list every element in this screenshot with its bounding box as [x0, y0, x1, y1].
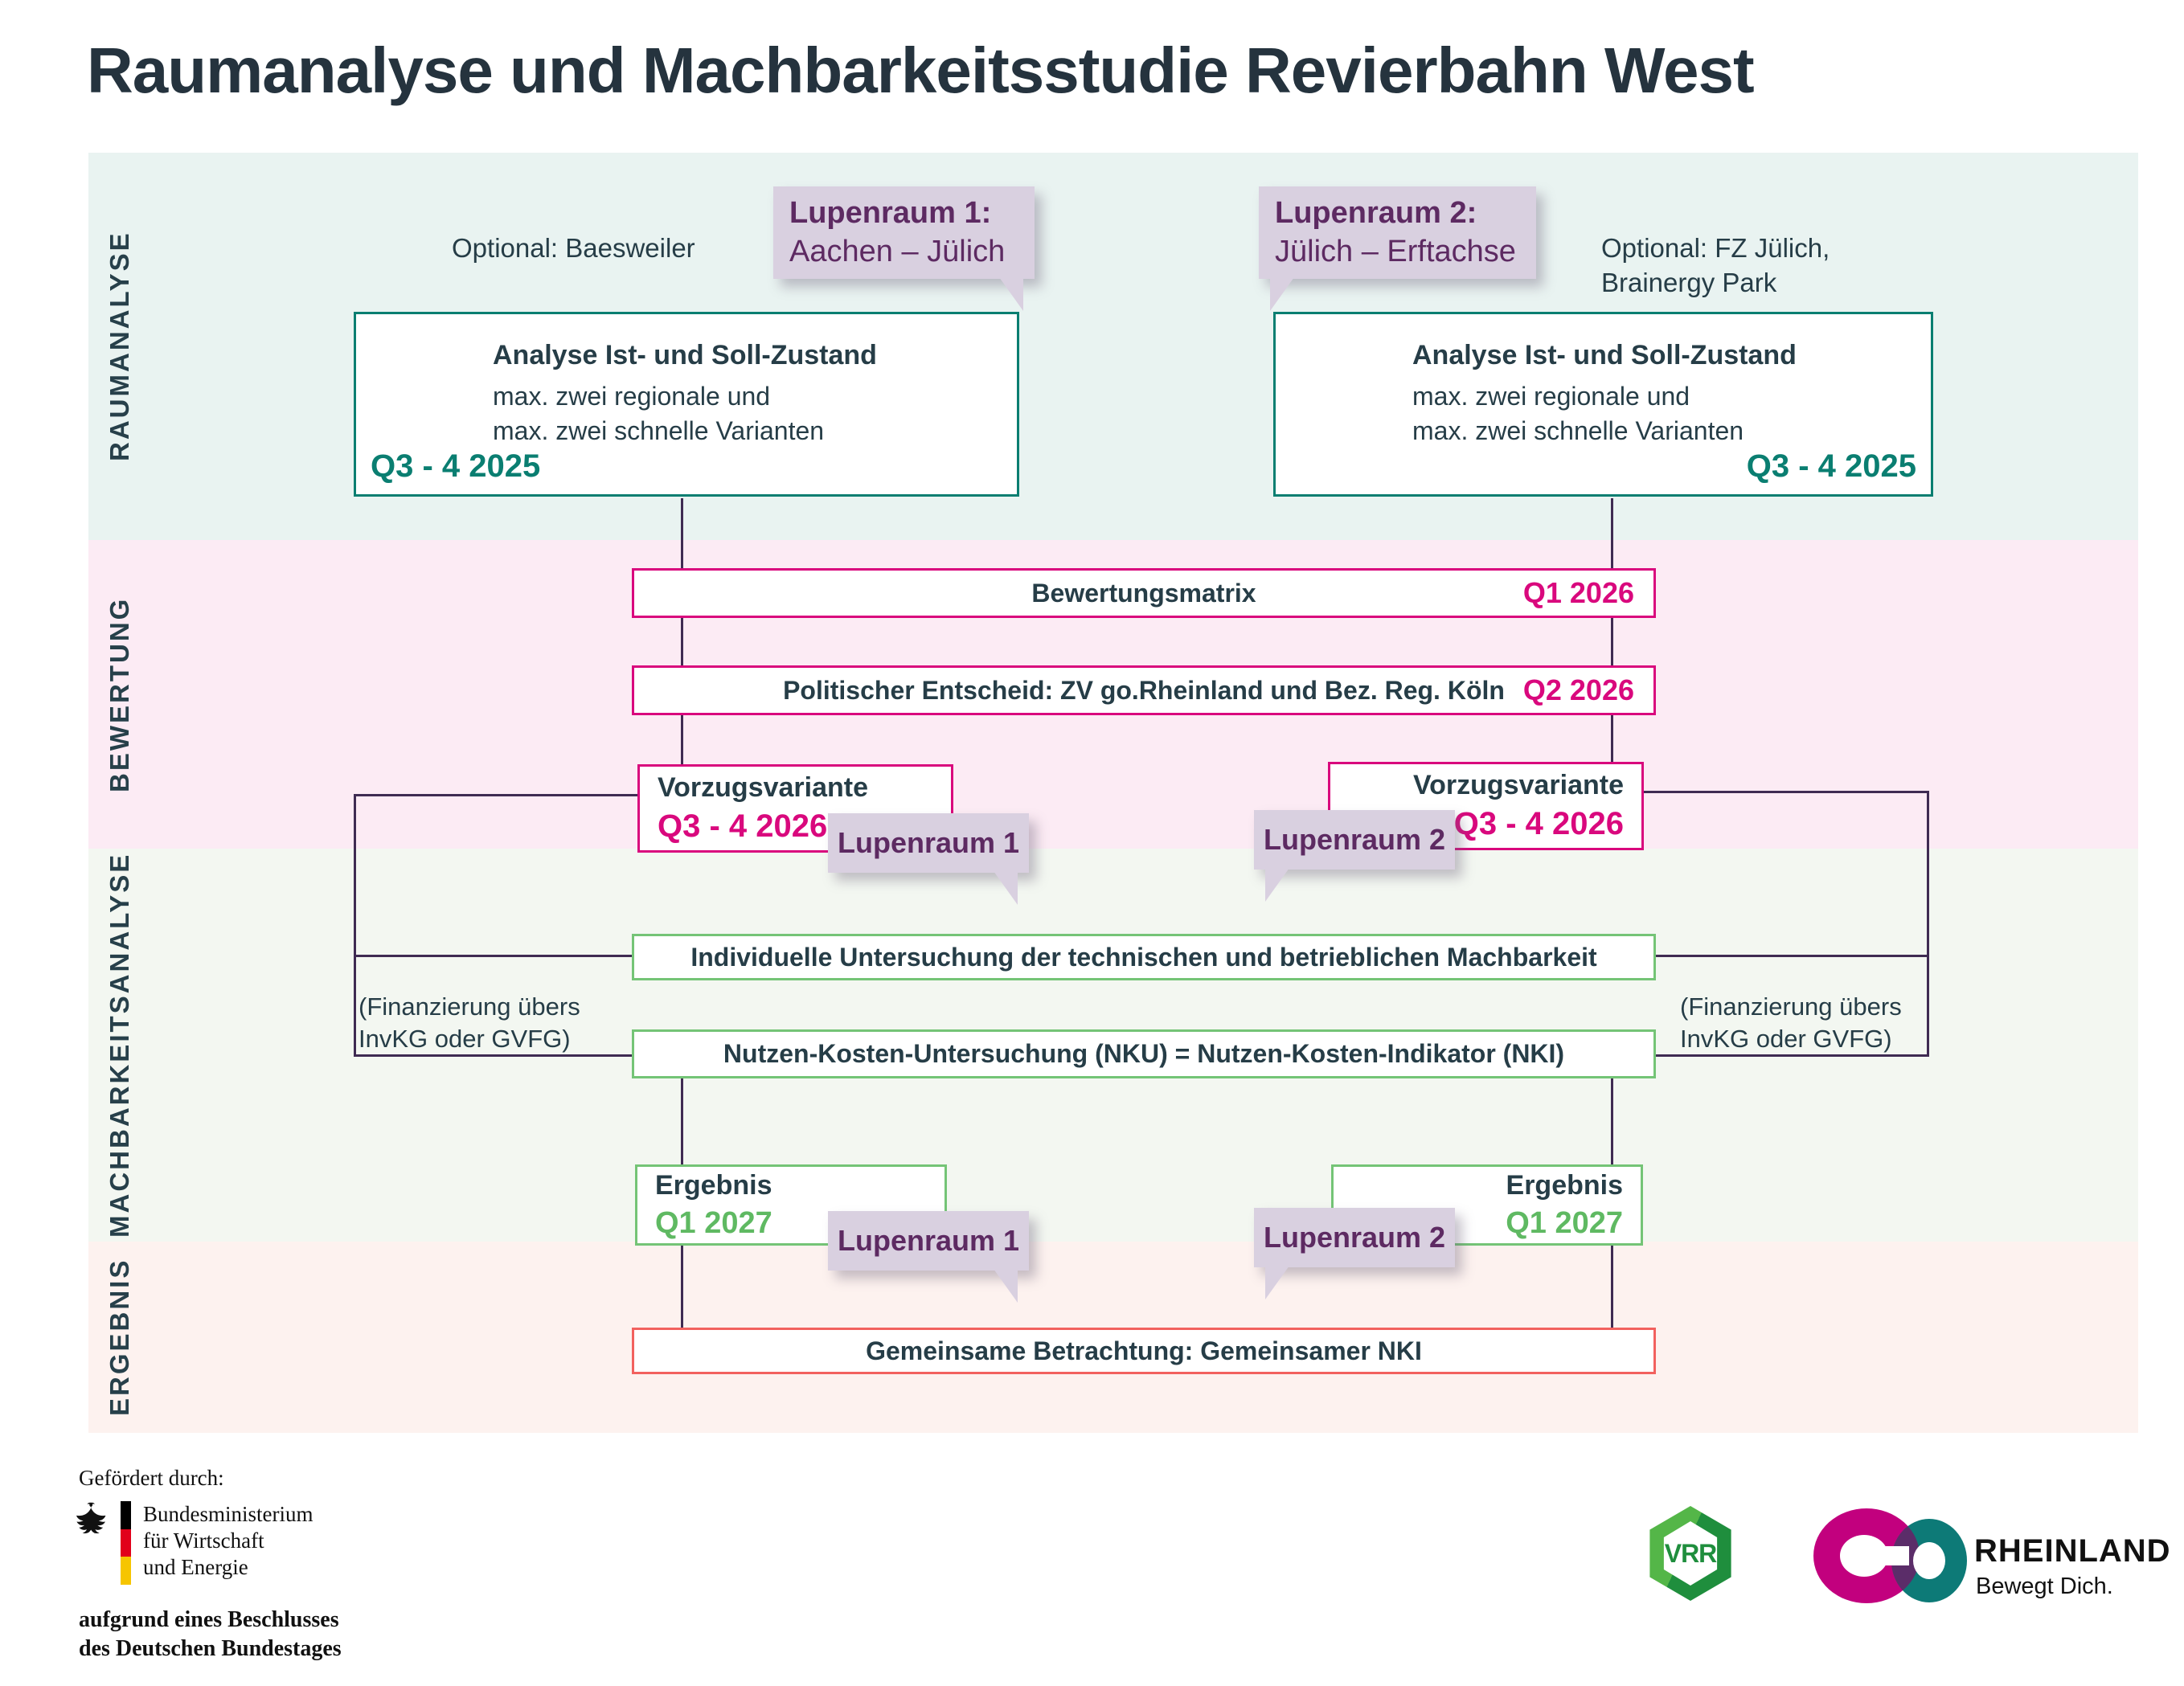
vrr-logo: VRR [1649, 1506, 1731, 1601]
bundestag-note-line1: aufgrund eines Beschlusses [79, 1607, 339, 1632]
analyse-left-date: Q3 - 4 2025 [371, 448, 541, 484]
bewertungsmatrix-date: Q1 2026 [1522, 576, 1634, 609]
tag-lupenraum-1-ergebnis: Lupenraum 1 [828, 1211, 1029, 1303]
analyse-box-left: Analyse Ist- und Soll-Zustand max. zwei … [354, 312, 1019, 497]
callout-lupenraum-2-subtitle: Jülich – Erftachse [1275, 234, 1516, 268]
connector-line [681, 498, 683, 766]
individuelle-untersuchung-label: Individuelle Untersuchung der technische… [690, 942, 1597, 972]
optional-baesweiler-note: Optional: Baesweiler [452, 233, 695, 263]
tag-lupenraum-2-ergebnis: Lupenraum 2 [1254, 1208, 1455, 1299]
federal-eagle-icon [76, 1502, 106, 1534]
finanzierung-right-line1: (Finanzierung übers [1680, 992, 1902, 1021]
vrr-logo-inner: VRR [1663, 1521, 1718, 1586]
analyse-right-date: Q3 - 4 2025 [1746, 448, 1916, 484]
callout-lupenraum-1: Lupenraum 1: Aachen – Jülich [773, 186, 1035, 311]
optional-fz-juelich-line2: Brainergy Park [1601, 267, 1777, 297]
vorzugsvariante-box-left: Vorzugsvariante Q3 - 4 2026 [637, 764, 953, 853]
vrr-logo-label: VRR [1664, 1538, 1717, 1568]
nku-box: Nutzen-Kosten-Untersuchung (NKU) = Nutze… [632, 1029, 1656, 1078]
bundestag-note: aufgrund eines Beschlusses des Deutschen… [79, 1606, 342, 1663]
tag-lupenraum-2-vorzug-label: Lupenraum 2 [1263, 823, 1446, 856]
callout-lupenraum-2: Lupenraum 2: Jülich – Erftachse [1259, 186, 1536, 311]
analyse-box-right: Analyse Ist- und Soll-Zustand max. zwei … [1273, 312, 1933, 497]
ergebnis-left-label: Ergebnis [655, 1169, 772, 1201]
nku-label: Nutzen-Kosten-Untersuchung (NKU) = Nutze… [723, 1039, 1565, 1068]
bewertungsmatrix-box: Bewertungsmatrix Q1 2026 [632, 568, 1656, 618]
politischer-entscheid-label: Politischer Entscheid: ZV go.Rheinland u… [783, 675, 1505, 705]
connector-line [354, 794, 356, 1057]
connector-line [354, 1054, 635, 1057]
tag-lupenraum-1-vorzug-label: Lupenraum 1 [837, 826, 1020, 859]
section-label-machbarkeitsanalyse: MACHBARKEITSANALYSE [104, 852, 134, 1238]
optional-fz-juelich-note: Optional: FZ Jülich, Brainergy Park [1601, 231, 1830, 301]
go-rheinland-brand: RHEINLAND [1974, 1533, 2171, 1569]
vorzugsvariante-left-date: Q3 - 4 2026 [658, 808, 828, 844]
tag-lupenraum-1-ergebnis-label: Lupenraum 1 [837, 1224, 1020, 1257]
analyse-left-text: Analyse Ist- und Soll-Zustand max. zwei … [493, 340, 877, 448]
connector-line [1611, 498, 1613, 766]
connector-line [1653, 955, 1929, 957]
analyse-left-body1: max. zwei regionale und [493, 382, 771, 411]
callout-lupenraum-1-subtitle: Aachen – Jülich [789, 234, 1006, 268]
analyse-right-body2: max. zwei schnelle Varianten [1412, 416, 1744, 446]
ministry-wordmark: Bundesministerium für Wirtschaft und Ene… [143, 1501, 313, 1581]
ergebnis-right-label: Ergebnis [1506, 1169, 1623, 1201]
funded-by-label: Gefördert durch: [79, 1466, 224, 1490]
tag-lupenraum-2-ergebnis-label: Lupenraum 2 [1263, 1221, 1446, 1254]
connector-line [354, 955, 635, 957]
vorzugsvariante-left-label: Vorzugsvariante [658, 772, 869, 803]
flag-black-segment [121, 1501, 131, 1529]
vorzugsvariante-right-date: Q3 - 4 2026 [1453, 806, 1624, 841]
politischer-entscheid-date: Q2 2026 [1522, 673, 1634, 706]
ergebnis-left-date: Q1 2027 [655, 1205, 772, 1240]
section-label-ergebnis: ERGEBNIS [104, 1258, 134, 1417]
ministry-line1: Bundesministerium [143, 1502, 313, 1526]
ministry-line3: und Energie [143, 1554, 248, 1579]
analyse-right-heading: Analyse Ist- und Soll-Zustand [1412, 340, 1797, 370]
callout-lupenraum-2-title: Lupenraum 2: [1275, 196, 1477, 230]
analyse-right-text: Analyse Ist- und Soll-Zustand max. zwei … [1412, 340, 1797, 448]
politischer-entscheid-box: Politischer Entscheid: ZV go.Rheinland u… [632, 665, 1656, 715]
gemeinsame-betrachtung-label: Gemeinsame Betrachtung: Gemeinsamer NKI [866, 1336, 1422, 1365]
analyse-right-body1: max. zwei regionale und [1412, 382, 1690, 411]
connector-line [354, 794, 640, 796]
page-title: Raumanalyse und Machbarkeitsstudie Revie… [87, 35, 1755, 106]
gemeinsame-betrachtung-box: Gemeinsame Betrachtung: Gemeinsamer NKI [632, 1328, 1656, 1374]
tag-lupenraum-2-vorzug: Lupenraum 2 [1254, 810, 1455, 902]
finanzierung-left-line2: InvKG oder GVFG) [359, 1025, 571, 1054]
connector-line [1642, 791, 1929, 793]
ergebnis-box-left: Ergebnis Q1 2027 [635, 1164, 947, 1246]
flag-gold-segment [121, 1557, 131, 1586]
connector-line [1927, 791, 1929, 1057]
section-label-raumanalyse: RAUMANALYSE [104, 231, 134, 462]
flag-red-segment [121, 1528, 131, 1557]
section-label-bewertung: BEWERTUNG [104, 596, 134, 792]
individuelle-untersuchung-box: Individuelle Untersuchung der technische… [632, 934, 1656, 980]
finanzierung-right-line2: InvKG oder GVFG) [1680, 1025, 1892, 1054]
connector-line [1653, 1054, 1929, 1057]
finanzierung-left-line1: (Finanzierung übers [359, 992, 580, 1021]
german-flag-bar [121, 1501, 131, 1586]
analyse-left-body2: max. zwei schnelle Varianten [493, 416, 825, 446]
finanzierung-note-right: (Finanzierung übers InvKG oder GVFG) [1680, 991, 1902, 1056]
vorzugsvariante-right-label: Vorzugsvariante [1412, 770, 1624, 800]
bundestag-note-line2: des Deutschen Bundestages [79, 1635, 342, 1661]
go-rheinland-tagline: Bewegt Dich. [1976, 1573, 2113, 1599]
ergebnis-right-date: Q1 2027 [1506, 1205, 1623, 1240]
optional-fz-juelich-line1: Optional: FZ Jülich, [1601, 233, 1830, 263]
tag-lupenraum-1-vorzug: Lupenraum 1 [828, 813, 1029, 905]
ministry-line2: für Wirtschaft [143, 1528, 264, 1553]
go-rheinland-logo-icon [1813, 1508, 1967, 1603]
bewertungsmatrix-label: Bewertungsmatrix [1031, 578, 1256, 608]
analyse-left-heading: Analyse Ist- und Soll-Zustand [493, 340, 877, 370]
callout-lupenraum-1-title: Lupenraum 1: [789, 196, 992, 230]
finanzierung-note-left: (Finanzierung übers InvKG oder GVFG) [359, 991, 580, 1056]
